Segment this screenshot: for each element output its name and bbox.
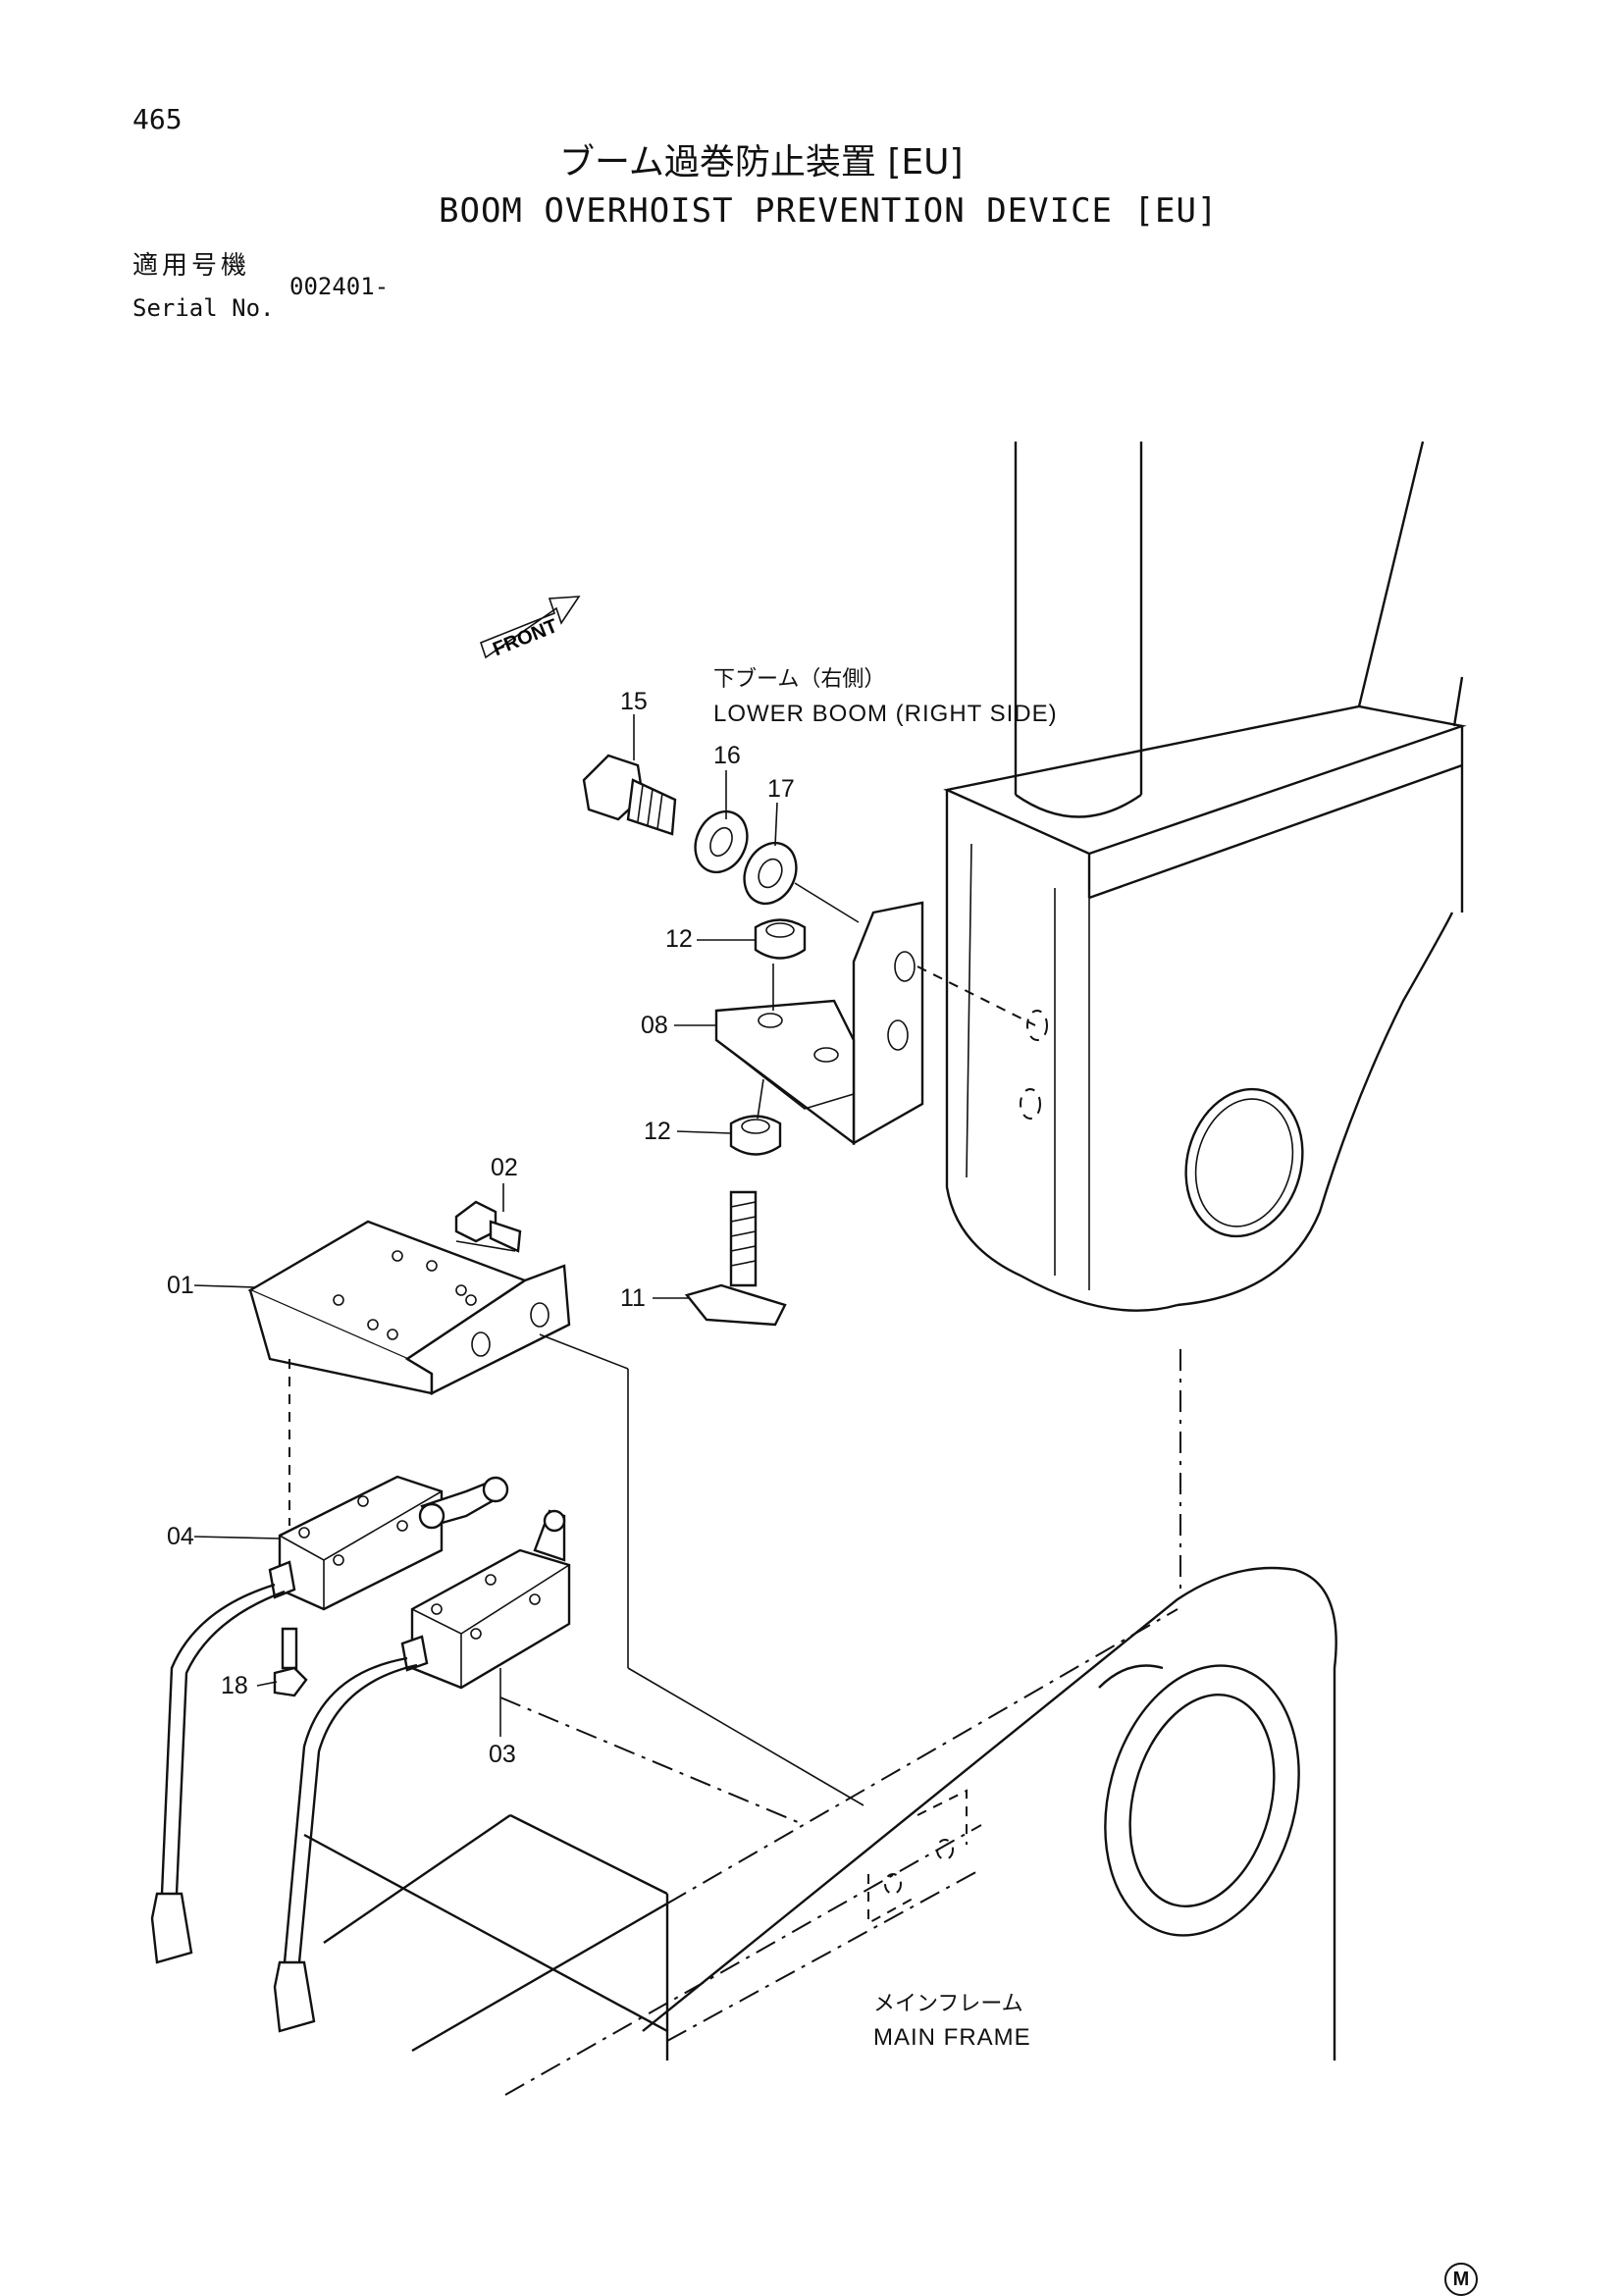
part-08-bracket xyxy=(714,901,1036,1146)
part-12-nut-lower xyxy=(729,1078,782,1156)
part-number-03: 03 xyxy=(489,1741,516,1768)
serial-label-japanese: 適用号機 xyxy=(132,251,251,281)
circled-m-mark: M xyxy=(1444,2263,1478,2296)
part-number-08: 08 xyxy=(641,1012,668,1039)
part-number-01: 01 xyxy=(167,1272,194,1299)
page-title: BOOM OVERHOIST PREVENTION DEVICE [EU] xyxy=(439,191,1219,231)
serial-value: 002401- xyxy=(289,273,390,300)
part-number-12-lower: 12 xyxy=(644,1118,671,1145)
part-15-bolt xyxy=(582,754,677,836)
main-frame-label-japanese: メインフレーム xyxy=(873,1992,1023,2016)
front-arrow-icon: FRONT xyxy=(480,596,581,660)
part-number-15: 15 xyxy=(620,688,648,715)
title-japanese: ブーム過巻防止装置 [EU] xyxy=(559,142,964,183)
page-number: 465 xyxy=(132,103,183,135)
part-16-spring-washer xyxy=(694,809,749,874)
lower-boom-drawing xyxy=(943,441,1467,1590)
part-12-nut-upper xyxy=(754,918,807,1011)
front-label: FRONT xyxy=(490,615,560,660)
part-number-02: 02 xyxy=(491,1154,518,1181)
serial-label: Serial No. xyxy=(132,294,275,322)
part-01-switch-bracket xyxy=(247,1220,571,1395)
part-number-04: 04 xyxy=(167,1523,194,1550)
main-frame-label: MAIN FRAME xyxy=(873,2024,1031,2051)
part-17-washer xyxy=(743,841,798,906)
part-number-18: 18 xyxy=(221,1672,248,1699)
part-number-17: 17 xyxy=(767,775,795,803)
main-frame-drawing xyxy=(303,1566,1337,2096)
part-04-limit-switch xyxy=(150,1359,509,1964)
part-03-limit-switch xyxy=(273,1509,571,2033)
lower-boom-label: LOWER BOOM (RIGHT SIDE) xyxy=(713,701,1058,727)
part-02-screw xyxy=(454,1200,522,1253)
part-18-bolt xyxy=(273,1627,308,1697)
part-number-11: 11 xyxy=(620,1284,646,1312)
part-number-16: 16 xyxy=(713,742,741,769)
part-number-12-upper: 12 xyxy=(665,925,693,953)
lower-boom-label-japanese: 下ブーム（右側） xyxy=(713,667,886,692)
part-11-t-bolt xyxy=(684,1190,787,1327)
